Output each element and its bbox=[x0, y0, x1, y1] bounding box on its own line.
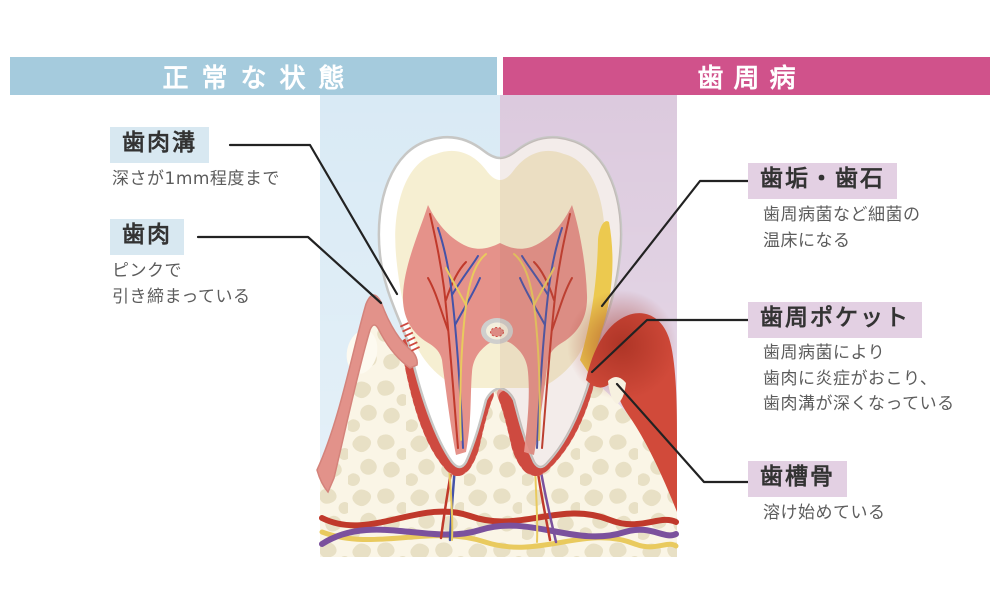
pocket-notch bbox=[608, 376, 626, 404]
healthy-gum bbox=[316, 294, 421, 494]
header-periodontal-disease: 歯周病 bbox=[503, 57, 990, 95]
desc-periodontal-pocket: 歯周病菌により 歯肉に炎症がおこり、 歯肉溝が深くなっている bbox=[763, 343, 955, 414]
pulp-nerves bbox=[427, 213, 573, 449]
furcation-detail bbox=[481, 318, 513, 344]
header-normal-state: 正常な状態 bbox=[10, 57, 497, 95]
label-alveolar-bone: 歯槽骨 bbox=[748, 461, 847, 497]
leader-line-gingiva bbox=[196, 235, 383, 305]
leader-line-alveolar-bone bbox=[615, 382, 750, 484]
leader-line-periodontal-pocket bbox=[590, 318, 750, 374]
label-gingiva: 歯肉 bbox=[110, 219, 184, 255]
desc-alveolar-bone: 溶け始めている bbox=[763, 503, 886, 523]
label-periodontal-pocket: 歯周ポケット bbox=[748, 302, 922, 338]
desc-gingiva: ピンクで 引き締まっている bbox=[112, 261, 251, 307]
desc-tartar: 歯周病菌など細菌の 温床になる bbox=[763, 205, 921, 251]
leader-line-gingival-sulcus bbox=[228, 143, 399, 296]
label-gingival-sulcus: 歯肉溝 bbox=[110, 127, 209, 163]
bone-blood-vessels bbox=[319, 508, 679, 550]
label-tartar: 歯垢・歯石 bbox=[748, 163, 897, 199]
desc-gingival-sulcus: 深さが1mm程度まで bbox=[112, 169, 280, 189]
leader-line-tartar bbox=[600, 179, 750, 308]
